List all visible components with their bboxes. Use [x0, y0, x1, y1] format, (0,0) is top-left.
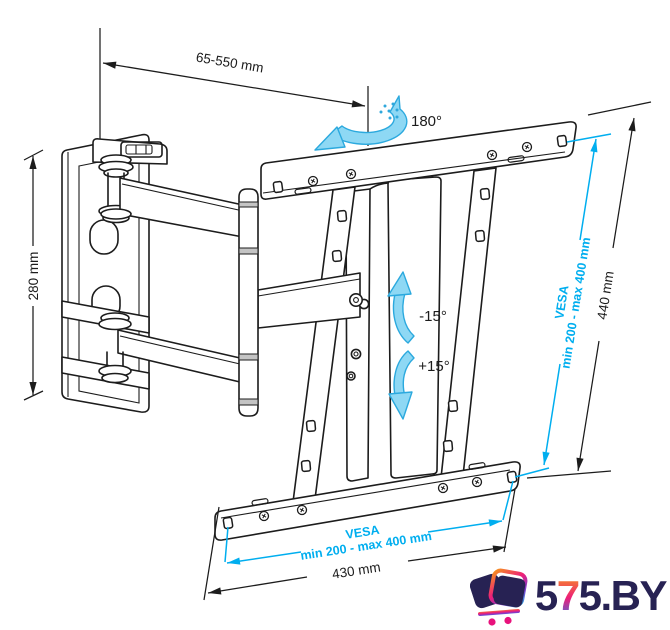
bottom-hinge — [98, 312, 132, 331]
logo-text: 575.BY — [534, 572, 668, 619]
lower-arm — [98, 329, 241, 384]
tilt-up-label: -15° — [419, 308, 447, 325]
arrowhead — [207, 587, 222, 597]
extension-range-label: 65-550 mm — [195, 50, 265, 76]
center-tilt-plate — [345, 176, 442, 482]
tilt-down-arrow-icon — [388, 350, 415, 420]
plate-height-label: 280 mm — [26, 252, 41, 301]
logo-gradient-char: 7 — [556, 572, 580, 619]
arrowhead — [488, 517, 503, 527]
rotation-arrow-dots — [379, 102, 399, 120]
rail-hole — [442, 439, 454, 453]
left-vesa-rail — [292, 186, 356, 503]
top-rail — [260, 121, 577, 200]
tilt-down-label: +15° — [418, 358, 449, 375]
tilt-up-arrow-icon — [387, 271, 415, 344]
rail-hole — [556, 134, 568, 148]
rail-hole — [272, 180, 284, 194]
dim-bracket-height: 440 mm — [526, 101, 652, 479]
rail-hole — [447, 399, 459, 413]
rail-hole — [305, 419, 317, 433]
rail-hole — [331, 249, 343, 263]
wall-plate-assembly — [61, 133, 259, 417]
elbow-post — [238, 188, 259, 417]
keyhole-slot — [89, 219, 119, 255]
arrowhead — [29, 156, 37, 169]
dim-plate-height: 280 mm — [23, 149, 44, 401]
logo-char: 5 — [534, 572, 558, 619]
right-vesa-rail — [440, 167, 497, 479]
tilt-pivot-bolts — [346, 292, 370, 381]
store-watermark: 575.BY — [469, 566, 668, 626]
rail-hole — [479, 187, 491, 201]
arrowhead — [102, 59, 117, 69]
bracket-height-label: 440 mm — [594, 270, 616, 321]
arrowhead — [226, 557, 241, 567]
arrowhead — [29, 382, 37, 395]
arrowhead — [590, 138, 600, 153]
shopping-cart-icon — [469, 568, 528, 626]
arrowhead — [351, 100, 366, 110]
arrowhead — [574, 457, 584, 472]
bottom-rail — [214, 461, 521, 541]
logo-rest: 5.BY — [578, 572, 668, 619]
rail-hole — [336, 209, 348, 223]
rail-hole — [300, 459, 312, 473]
bracket-width-label: 430 mm — [331, 559, 382, 581]
swivel-angle-label: 180° — [411, 113, 442, 130]
arrowhead — [628, 117, 638, 132]
tv-bracket-frame — [214, 121, 577, 541]
vesa-vertical-label: VESA min 200 - max 400 mm — [545, 234, 594, 369]
dim-extension-range: 65-550 mm — [99, 28, 369, 146]
rail-hole — [474, 229, 486, 243]
extension-arm — [257, 272, 361, 329]
swivel-rotation-arrow-icon — [314, 95, 408, 151]
arrowhead — [540, 451, 550, 466]
